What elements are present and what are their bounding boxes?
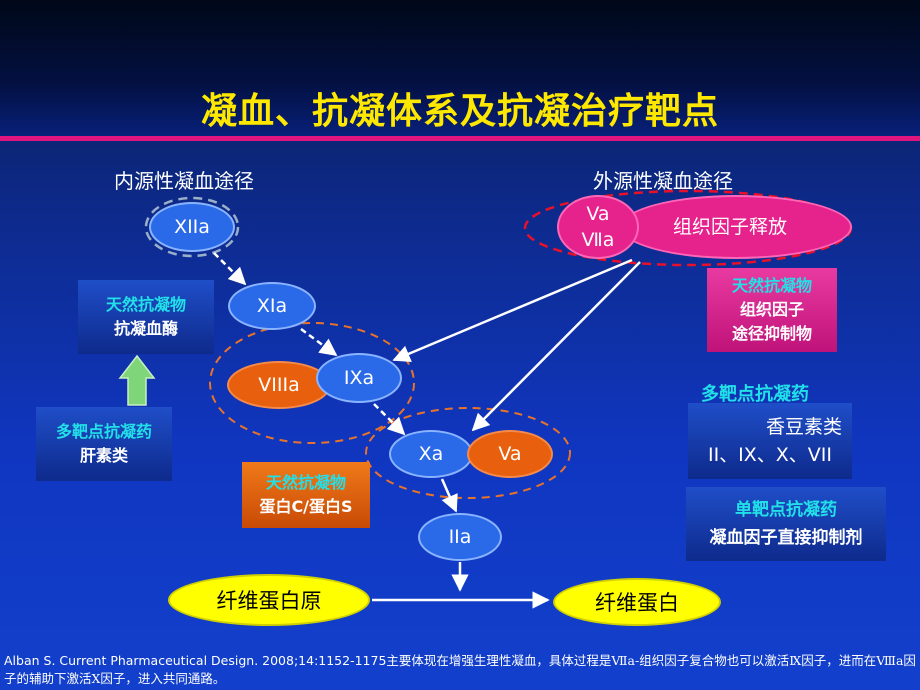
direct-inhibitor-text: 凝血因子直接抑制剂 bbox=[709, 528, 863, 548]
intrinsic-pathway-label: 内源性凝血途径 bbox=[114, 169, 254, 193]
page-title: 凝血、抗凝体系及抗凝治疗靶点 bbox=[200, 91, 719, 132]
coumarin-targets: II、IX、X、VII bbox=[707, 444, 833, 466]
coumarin-heading: 多靶点抗凝药 bbox=[701, 384, 809, 405]
coumarin-text: 香豆素类 bbox=[765, 416, 842, 438]
antithrombin-heading: 天然抗凝物 bbox=[105, 295, 186, 314]
arrow-xia-to-ixa bbox=[300, 327, 338, 357]
note-text: 主要体现在增强生理性凝血，具体过程是Ⅶa-组织因子复合物也可以激活Ⅸ因子，进而在… bbox=[4, 653, 916, 686]
arrow-extrinsic-to-ixa bbox=[392, 258, 633, 362]
antithrombin-text: 抗凝血酶 bbox=[113, 319, 178, 338]
tenase-dashed-ring bbox=[209, 322, 415, 444]
tfpi-box: 天然抗凝物 组织因子 途径抑制物 bbox=[707, 268, 837, 352]
heparin-heading: 多靶点抗凝药 bbox=[55, 422, 152, 441]
factor-xia-node: XIa bbox=[228, 282, 316, 330]
arrow-ixa-to-xa bbox=[373, 403, 406, 436]
fibrinogen-node: 纤维蛋白原 bbox=[168, 574, 370, 626]
protein-cs-box: 天然抗凝物 蛋白C/蛋白S bbox=[242, 462, 370, 528]
viia-ext-label: Ⅶa bbox=[581, 229, 615, 251]
heparin-box: 多靶点抗凝药 肝素类 bbox=[36, 407, 172, 481]
coumarin-box: 香豆素类 II、IX、X、VII bbox=[688, 403, 852, 479]
protein-cs-heading: 天然抗凝物 bbox=[265, 473, 346, 492]
header-band bbox=[0, 0, 920, 136]
factor-xa-node: Xa bbox=[389, 430, 473, 478]
factor-ixa-node: IXa bbox=[316, 353, 402, 403]
protein-cs-text: 蛋白C/蛋白S bbox=[259, 497, 353, 516]
arrow-xa-to-iia bbox=[440, 478, 458, 513]
factor-iia-node: IIa bbox=[418, 513, 502, 561]
direct-inhibitor-box: 单靶点抗凝药 凝血因子直接抑制剂 bbox=[686, 487, 886, 561]
prothrombinase-dashed-ring bbox=[365, 407, 571, 499]
va-viia-node: Va Ⅶa bbox=[557, 195, 639, 259]
extrinsic-pathway-label: 外源性凝血途径 bbox=[593, 169, 733, 193]
footer-citation-note: Alban S. Current Pharmaceutical Design. … bbox=[4, 652, 916, 688]
tfpi-line1: 组织因子 bbox=[739, 300, 804, 319]
factor-viiia-node: VIIIa bbox=[227, 361, 331, 409]
tissue-factor-label: 组织因子释放 bbox=[672, 215, 787, 238]
factor-xiia-node: XIIa bbox=[149, 202, 235, 252]
tissue-factor-release-node: 组织因子释放 bbox=[620, 195, 852, 259]
antithrombin-box: 天然抗凝物 抗凝血酶 bbox=[78, 280, 214, 354]
xiia-dashed-ring bbox=[144, 196, 240, 258]
fibrin-node: 纤维蛋白 bbox=[553, 578, 721, 626]
tfpi-line2: 途径抑制物 bbox=[731, 324, 812, 343]
heparin-text: 肝素类 bbox=[79, 446, 128, 465]
up-arrow-icon bbox=[118, 354, 156, 406]
va-ext-label: Va bbox=[586, 203, 610, 225]
tfpi-heading: 天然抗凝物 bbox=[731, 276, 812, 295]
title-underline bbox=[0, 136, 920, 141]
direct-inhibitor-heading: 单靶点抗凝药 bbox=[735, 500, 837, 520]
factor-va-node: Va bbox=[467, 430, 553, 478]
arrow-extrinsic-to-xa bbox=[471, 261, 641, 432]
arrow-xiia-to-xia bbox=[213, 252, 247, 286]
citation-text: Alban S. Current Pharmaceutical Design. … bbox=[4, 653, 387, 668]
